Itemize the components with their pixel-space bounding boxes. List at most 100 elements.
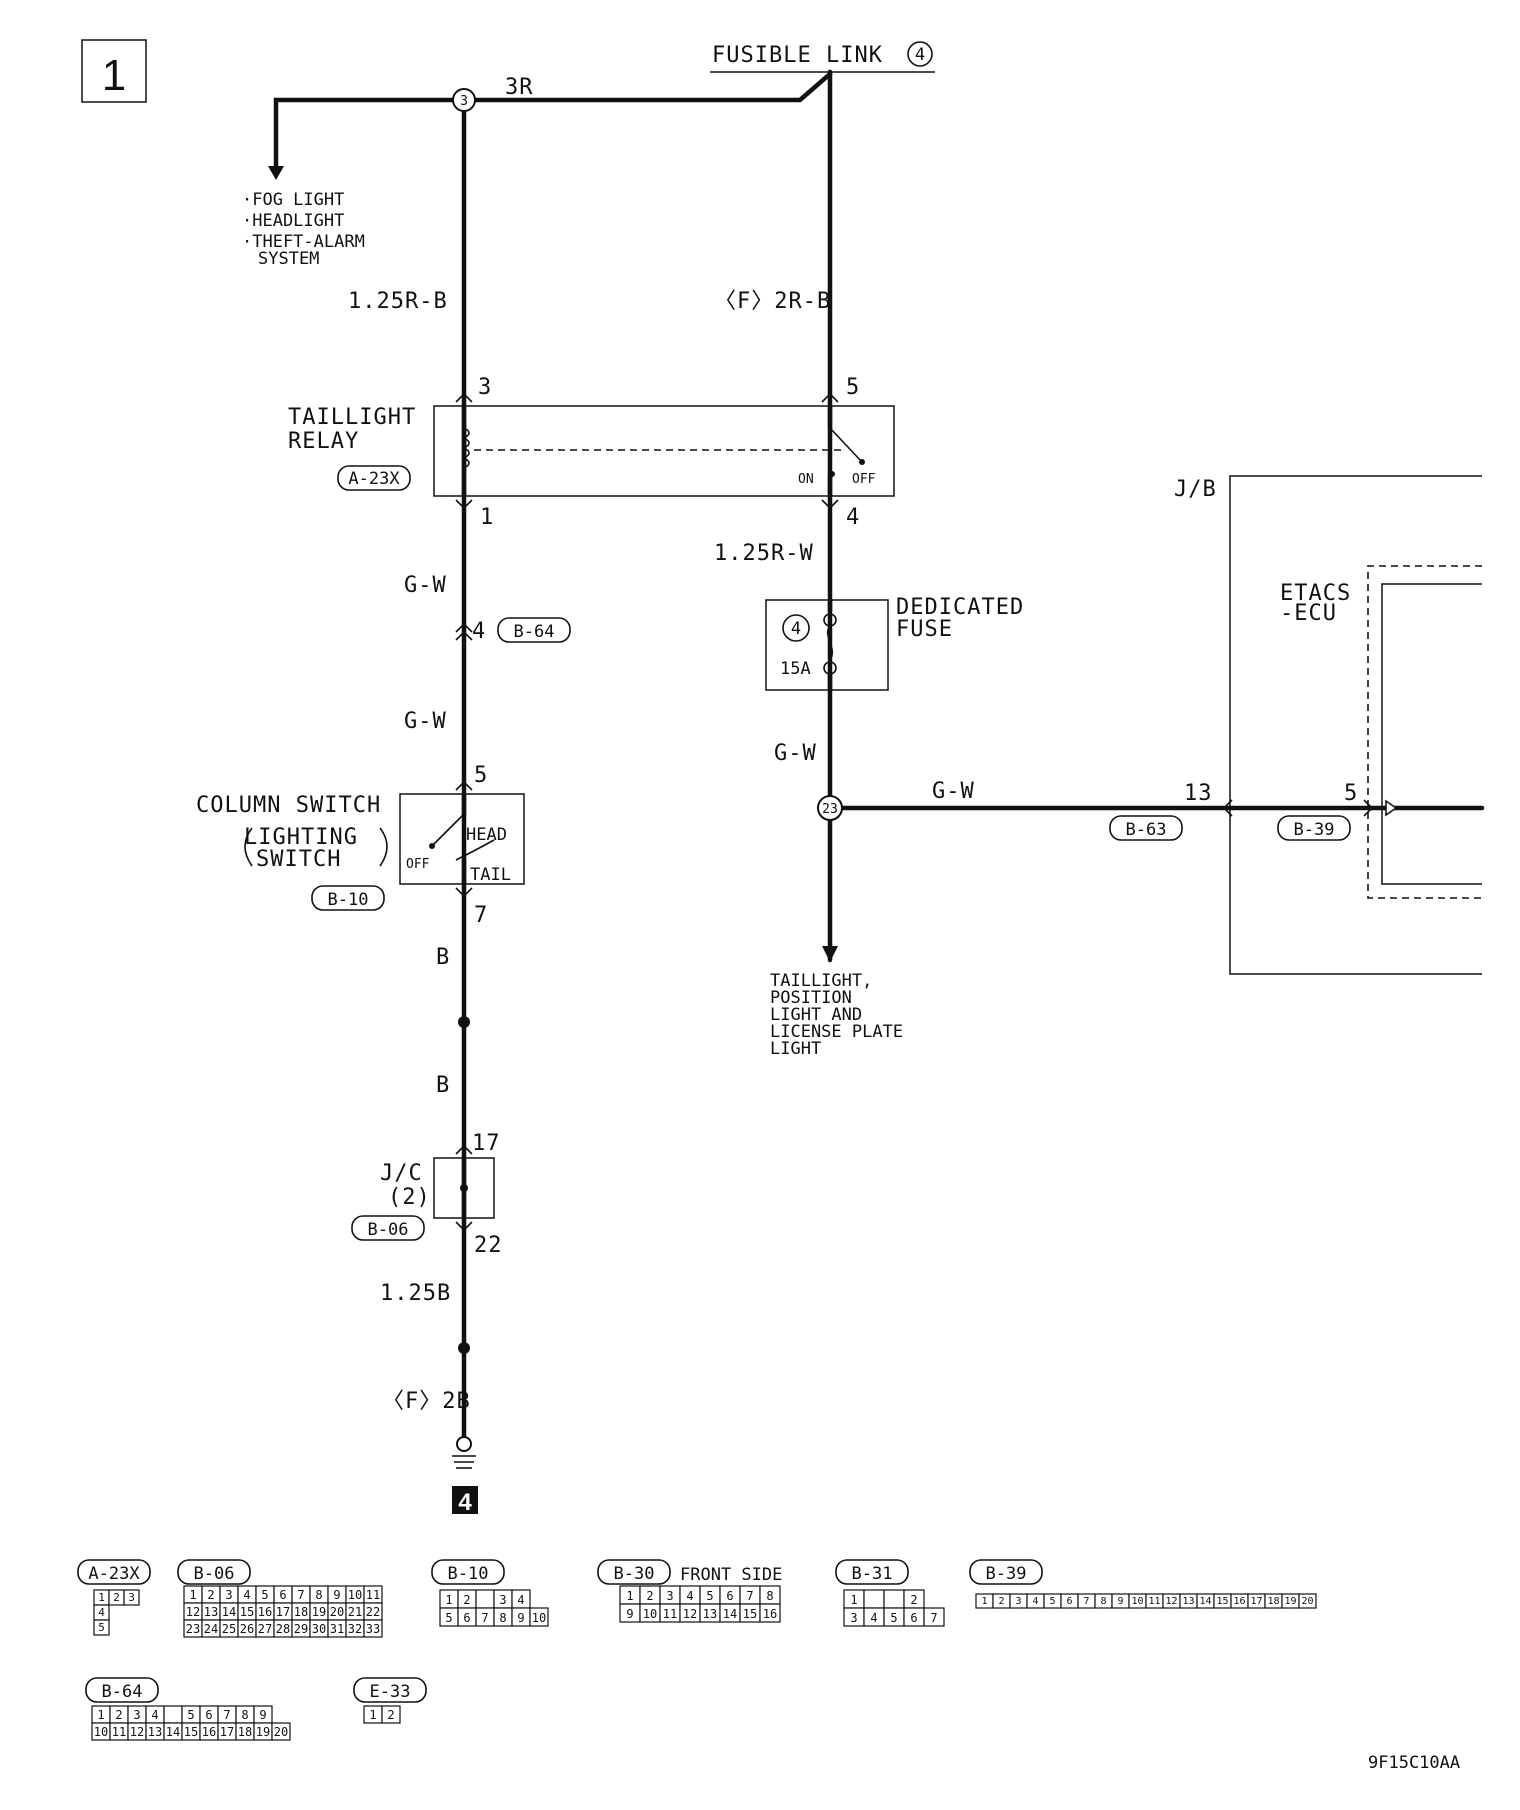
column-switch-paren-left: [244, 827, 253, 867]
jb-connector-id: B-63: [1126, 820, 1167, 840]
legend-b30-pin-label: 1: [626, 1589, 633, 1603]
column-switch-pin-5-mark: [455, 780, 473, 791]
legend-e33-id: E-33: [370, 1682, 411, 1702]
jc-name-1: J/C: [380, 1161, 423, 1186]
legend-b31-pin-cell: [883, 1589, 905, 1609]
legend-b06-pin-label: 13: [204, 1605, 218, 1619]
wire-g-w-label-2: G-W: [404, 709, 447, 734]
column-switch-name-1: COLUMN SWITCH: [196, 793, 381, 818]
relay-on-label: ON: [798, 472, 814, 487]
legend-b39-pin-label: 2: [998, 1596, 1004, 1607]
legend-b30-pin-label: 16: [763, 1607, 777, 1621]
legend-a23x-pin-cell: [93, 1619, 110, 1636]
jc-name-2: (2): [388, 1185, 431, 1210]
legend-b31-pin-label: 3: [850, 1611, 857, 1625]
legend-b06-pin-label: 25: [222, 1622, 236, 1636]
legend-b10-pin-label: 8: [499, 1611, 506, 1625]
switch-off-contact: [429, 843, 435, 849]
relay-pin-4: 4: [846, 505, 860, 530]
fuse-rating: 15A: [780, 659, 811, 679]
legend-b39-pin-label: 19: [1284, 1596, 1296, 1607]
legend-b39-pin-label: 18: [1267, 1596, 1279, 1607]
fusible-link-label: FUSIBLE LINK: [712, 43, 883, 68]
legend-b10-pin-cell: [529, 1607, 549, 1627]
column-switch-paren-right: [379, 827, 388, 867]
wire-top-label: 3R: [505, 75, 534, 100]
legend-b06-pin-label: 8: [315, 1588, 322, 1602]
legend-b30-pin-label: 10: [643, 1607, 657, 1621]
legend-b06-pin-label: 16: [258, 1605, 272, 1619]
legend-b64-pin-label: 16: [202, 1725, 216, 1739]
legend-b31-pin-label: 2: [910, 1593, 917, 1607]
legend-b39-pin-label: 14: [1199, 1596, 1211, 1607]
legend-b64-id: B-64: [102, 1682, 143, 1702]
legend-b10-pin-label: 2: [463, 1593, 470, 1607]
legend-b06-pin-label: 31: [330, 1622, 344, 1636]
legend-b39-badge: [969, 1559, 1043, 1585]
legend-e33-pin-cell: [381, 1705, 401, 1724]
legend-b10-id: B-10: [448, 1564, 489, 1584]
legend-b39-pin-label: 20: [1301, 1596, 1313, 1607]
legend-b30-pin-cell: [759, 1603, 781, 1623]
fusible-link-number-circle: [907, 41, 933, 67]
legend-b30-pin-label: 2: [646, 1589, 653, 1603]
inline-connector-badge: [497, 617, 571, 643]
jc-connector-id: B-06: [368, 1220, 409, 1240]
relay-name-2: RELAY: [288, 429, 359, 454]
legend-b06-pin-label: 9: [333, 1588, 340, 1602]
switch-blade: [431, 813, 465, 847]
relay-pin-3-mark: [455, 392, 473, 403]
fusible-link-number: 4: [915, 45, 925, 65]
jc-connector-badge: [351, 1215, 425, 1241]
etacs-name-1: ETACS: [1280, 581, 1351, 606]
column-switch-name-2: LIGHTING: [244, 825, 358, 850]
wire-fuse-out-label: G-W: [774, 741, 817, 766]
legend-b06-pin-label: 27: [258, 1622, 272, 1636]
junction-block-box: [1229, 475, 1482, 975]
legend-b06-pin-label: 5: [261, 1588, 268, 1602]
legend-b64-pin-label: 18: [238, 1725, 252, 1739]
wire-b-label-1: B: [436, 945, 450, 970]
relay-pin-4-mark: [821, 499, 839, 510]
legend-b06-pin-label: 4: [243, 1588, 250, 1602]
etacs-connector-badge: [1277, 815, 1351, 841]
sheet-code: 9F15C10AA: [1368, 1753, 1460, 1773]
relay-pin-5: 5: [846, 375, 860, 400]
legend-b30-pin-label: 3: [666, 1589, 673, 1603]
arrow-taillight-dest: [822, 946, 838, 962]
relay-connector-id: A-23X: [348, 469, 400, 489]
legend-a23x-pin-label: 4: [98, 1606, 105, 1619]
legend-b30-pin-label: 8: [766, 1589, 773, 1603]
etacs-box: [1381, 583, 1482, 885]
relay-pin-3: 3: [478, 375, 492, 400]
relay-pin-1-mark: [455, 499, 473, 510]
legend-b30-pin-label: 15: [743, 1607, 757, 1621]
etacs-input-symbol: [1385, 799, 1398, 817]
column-switch-pin-7: 7: [474, 903, 488, 928]
column-switch-pin-7-mark: [455, 887, 473, 898]
legend-b10-pin-label: 7: [481, 1611, 488, 1625]
tail-dest-1: TAILLIGHT,: [770, 971, 872, 991]
relay-pin-1: 1: [480, 505, 494, 530]
fuse-number-circle: [782, 614, 810, 642]
legend-b10-pin-label: 9: [517, 1611, 524, 1625]
legend-b64-pin-label: 10: [94, 1725, 108, 1739]
legend-b64-pin-label: 15: [184, 1725, 198, 1739]
legend-b31-pin-label: 1: [850, 1593, 857, 1607]
connector-legend: A-23X B-06 B-10 B-30 FRONT SIDE B-31 B-3…: [77, 1559, 1317, 1741]
jc-pin-22: 22: [474, 1233, 503, 1258]
legend-b06-pin-label: 11: [366, 1588, 380, 1602]
legend-b30-pin-label: 11: [663, 1607, 677, 1621]
wire-right-upper-label: 〈F〉2R-B: [714, 289, 831, 314]
legend-b06-pin-label: 10: [348, 1588, 362, 1602]
legend-b30-pin-label: 12: [683, 1607, 697, 1621]
splice-3: [452, 88, 476, 112]
wire-1-25b-label: 1.25B: [380, 1281, 451, 1306]
legend-b31-pin-cell: [923, 1607, 945, 1627]
legend-b64-pin-label: 1: [97, 1708, 104, 1722]
legend-b64-pin-label: 4: [151, 1708, 158, 1722]
legend-b64-pin-label: 17: [220, 1725, 234, 1739]
inline-connector-pin: 4: [472, 619, 486, 644]
legend-b30-pin-label: 13: [703, 1607, 717, 1621]
tail-dest-5: LIGHT: [770, 1039, 821, 1059]
